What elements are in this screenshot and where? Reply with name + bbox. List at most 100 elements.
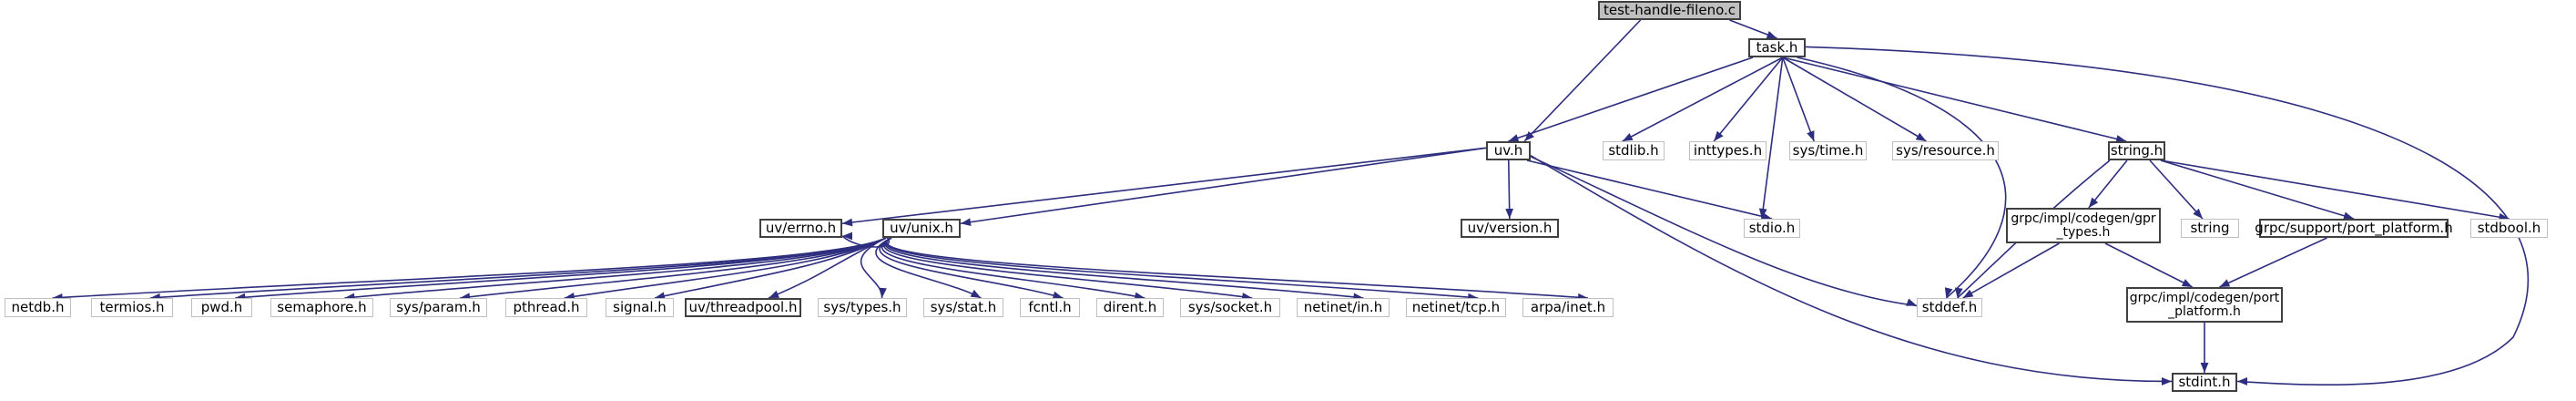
- edge-line: [881, 237, 1145, 299]
- graph-node-portplatform[interactable]: grpc/impl/codegen/port _platform.h: [2126, 287, 2283, 323]
- graph-edge-uvunix-to-syssocket: [882, 237, 1253, 301]
- edge-line: [2160, 159, 2355, 220]
- graph-edge-uv-to-stdio: [1526, 159, 1773, 221]
- graph-edge-uv-to-uvunix: [960, 147, 1487, 227]
- graph-node-gprtypes[interactable]: grpc/impl/codegen/gpr _types.h: [2006, 208, 2161, 243]
- graph-edge-uvunix-to-uvthreadpool: [768, 237, 887, 299]
- edge-line: [1530, 155, 2173, 383]
- edge-line: [882, 237, 1253, 299]
- edge-arrowhead: [879, 287, 887, 298]
- graph-node-netinetin[interactable]: netinet/in.h: [1297, 298, 1390, 317]
- graph-node-sysparam[interactable]: sys/param.h: [390, 298, 487, 317]
- graph-edge-task-to-stdint: [1805, 46, 2530, 386]
- edge-line: [564, 237, 887, 299]
- graph-edge-uvunix-to-signal: [654, 237, 887, 301]
- edge-line: [1782, 57, 1815, 142]
- graph-node-systime[interactable]: sys/time.h: [1789, 141, 1867, 160]
- edge-arrowhead: [2219, 279, 2231, 287]
- graph-node-netinettcp[interactable]: netinet/tcp.h: [1406, 298, 1506, 317]
- edge-arrowhead: [2115, 135, 2127, 143]
- graph-edge-supportport-to-portplatform: [2219, 237, 2327, 288]
- graph-node-stringcpp[interactable]: string: [2181, 219, 2239, 238]
- edge-arrowhead: [842, 218, 853, 227]
- edge-line: [1530, 156, 1918, 307]
- graph-node-stdint[interactable]: stdint.h: [2172, 373, 2237, 392]
- graph-node-inttypes[interactable]: inttypes.h: [1689, 141, 1767, 160]
- graph-node-semaphore[interactable]: semaphore.h: [270, 298, 373, 317]
- edge-line: [2149, 159, 2204, 220]
- edge-arrowhead: [1524, 131, 1534, 141]
- graph-edge-task-to-sysresource: [1782, 57, 1927, 142]
- graph-node-stdbool[interactable]: stdbool.h: [2470, 219, 2548, 238]
- edge-arrowhead: [1906, 298, 1917, 306]
- graph-node-sysresource[interactable]: sys/resource.h: [1892, 141, 1999, 160]
- graph-edge-task-to-inttypes: [1713, 57, 1784, 142]
- graph-node-supportport[interactable]: grpc/support/port_platform.h: [2255, 219, 2453, 238]
- edge-arrowhead: [1944, 287, 1953, 298]
- graph-node-dirent[interactable]: dirent.h: [1096, 298, 1164, 317]
- graph-edge-task-to-stringh: [1782, 57, 2127, 143]
- graph-node-uvunix[interactable]: uv/unix.h: [882, 219, 961, 238]
- edge-line: [885, 237, 1479, 299]
- graph-node-root[interactable]: test-handle-fileno.c: [1598, 1, 1741, 20]
- graph-edge-uvunix-to-sysstat: [875, 237, 982, 299]
- graph-edge-task-to-uv: [1508, 57, 1754, 142]
- graph-node-systypes[interactable]: sys/types.h: [818, 298, 907, 317]
- graph-edge-task-to-stdlib: [1622, 57, 1784, 142]
- graph-node-pthread[interactable]: pthread.h: [505, 298, 587, 317]
- graph-edge-root-to-task: [1729, 19, 1777, 39]
- graph-edge-stringh-to-stringcpp: [2149, 159, 2204, 220]
- graph-edge-uvunix-to-sysparam: [459, 237, 887, 302]
- edge-line: [886, 237, 1589, 299]
- graph-edge-stringh-to-gprtypes: [2088, 159, 2128, 209]
- edge-line: [1805, 46, 2530, 386]
- edge-line: [1622, 57, 1784, 142]
- graph-node-fcntl[interactable]: fcntl.h: [1020, 298, 1080, 317]
- graph-edge-uvunix-to-systypes: [860, 237, 887, 299]
- edge-arrowhead: [1807, 130, 1815, 141]
- edge-line: [344, 237, 887, 299]
- edge-line: [1523, 19, 1642, 142]
- edge-line: [2160, 159, 2510, 220]
- edge-line: [1962, 242, 2060, 299]
- graph-node-stringh[interactable]: string.h: [2108, 141, 2165, 160]
- graph-node-stdio[interactable]: stdio.h: [1744, 219, 1800, 238]
- graph-node-stdlib[interactable]: stdlib.h: [1603, 141, 1665, 160]
- edge-line: [459, 237, 887, 299]
- graph-edge-uv-to-uvversion: [1505, 159, 1514, 220]
- graph-node-netdb[interactable]: netdb.h: [5, 298, 71, 317]
- edge-line: [1782, 57, 2127, 142]
- graph-node-sysstat[interactable]: sys/stat.h: [923, 298, 1003, 317]
- graph-node-signal[interactable]: signal.h: [606, 298, 674, 317]
- edge-line: [884, 237, 1364, 299]
- edge-arrowhead: [2088, 197, 2099, 208]
- graph-node-syssocket[interactable]: sys/socket.h: [1180, 298, 1280, 317]
- graph-edge-uvunix-to-fcntl: [879, 237, 1064, 300]
- graph-node-task[interactable]: task.h: [1748, 38, 1806, 57]
- graph-edge-task-to-systime: [1782, 57, 1815, 142]
- edge-line: [1713, 57, 1784, 142]
- graph-edge-uv-to-stdint: [1530, 155, 2173, 386]
- graph-node-uvversion[interactable]: uv/version.h: [1461, 219, 1559, 238]
- edge-arrowhead: [1766, 30, 1777, 39]
- edge-line: [149, 237, 887, 299]
- graph-node-uvthreadpool[interactable]: uv/threadpool.h: [685, 298, 801, 317]
- graph-edge-root-to-uv: [1523, 19, 1642, 142]
- edge-arrowhead: [1714, 130, 1724, 141]
- edge-arrowhead: [1505, 208, 1514, 219]
- graph-node-uverrno[interactable]: uv/errno.h: [759, 219, 842, 238]
- graph-node-arpainet[interactable]: arpa/inet.h: [1522, 298, 1614, 317]
- edge-arrowhead: [2181, 279, 2193, 287]
- edge-line: [2088, 159, 2128, 209]
- graph-edge-gprtypes-to-stddef: [1962, 242, 2060, 299]
- edge-arrowhead: [2343, 211, 2354, 221]
- graph-node-uv[interactable]: uv.h: [1486, 141, 1531, 160]
- edge-arrowhead: [1954, 287, 1963, 298]
- graph-node-pwd[interactable]: pwd.h: [191, 298, 252, 317]
- graph-node-termios[interactable]: termios.h: [91, 298, 173, 317]
- graph-edge-uvunix-to-semaphore: [344, 237, 887, 302]
- edge-arrowhead: [1508, 134, 1520, 142]
- edge-arrowhead: [1915, 132, 1927, 141]
- graph-node-stddef[interactable]: stddef.h: [1917, 298, 1982, 317]
